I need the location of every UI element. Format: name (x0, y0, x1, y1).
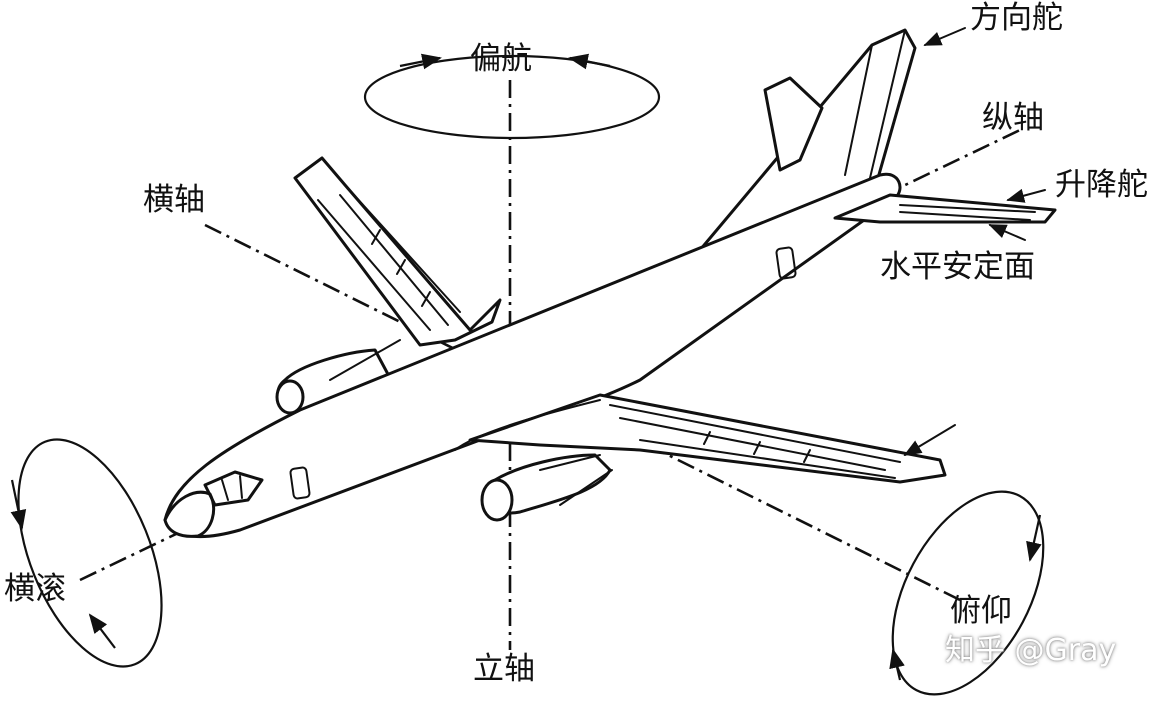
aircraft (163, 28, 1057, 539)
horizontal-stabilizer (833, 193, 1057, 224)
left-wing (293, 156, 502, 347)
far-stabilizer (763, 76, 824, 172)
rear-door (775, 246, 797, 280)
rudder-label: 方向舵 (970, 0, 1063, 36)
callout-lines (903, 27, 1046, 456)
yaw-label: 偏航 (470, 41, 532, 77)
lateral-axis-label: 横轴 (143, 182, 205, 218)
nose-cone (163, 490, 215, 538)
yaw-rotation (363, 53, 661, 140)
front-door (289, 466, 311, 500)
vertical-axis-label: 立轴 (473, 651, 535, 687)
elevator-label: 升降舵 (1055, 167, 1148, 203)
longitudinal-axis-label: 纵轴 (982, 100, 1044, 136)
horizontal-stabilizer-label: 水平安定面 (880, 249, 1035, 285)
roll-label: 横滚 (4, 571, 66, 607)
pitch-rotation (889, 490, 1045, 696)
pitch-label: 俯仰 (950, 593, 1012, 629)
watermark: 知乎 @Gray (945, 633, 1117, 668)
roll-rotation (10, 438, 163, 668)
fuselage (163, 172, 902, 539)
